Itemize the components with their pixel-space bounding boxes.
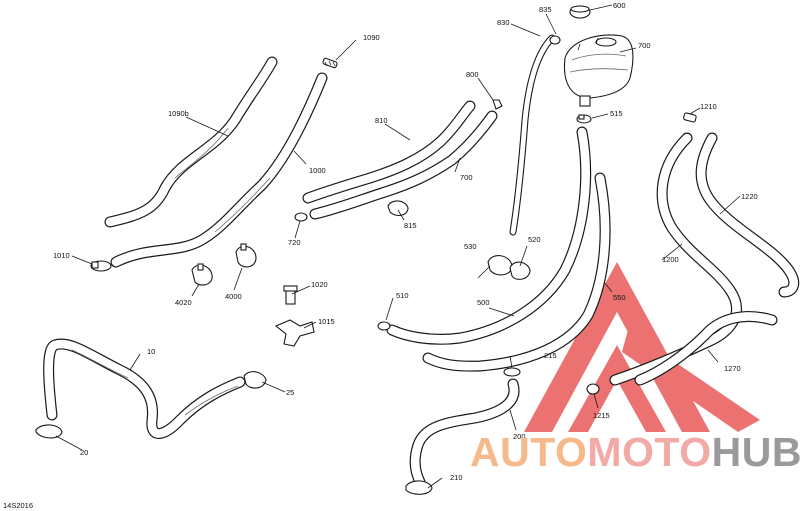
callout-500: 500 xyxy=(477,298,490,307)
callout-1020: 1090b xyxy=(168,109,189,118)
callout-labels: 1090b 1000 1090 1010 4020 4000 810 700 7… xyxy=(53,1,758,482)
clamp-815 xyxy=(492,99,503,110)
automotohub-logo-triangle xyxy=(524,262,760,432)
clamp-530 xyxy=(487,255,513,276)
callout-1090b: 1020 xyxy=(311,280,328,289)
diagram-reference-code: 14S2016 xyxy=(3,501,33,510)
callout-1200: 1200 xyxy=(662,255,679,264)
callout-510: 510 xyxy=(396,291,409,300)
callout-210: 210 xyxy=(450,473,463,482)
clamp-1215 xyxy=(586,383,600,395)
callout-1220: 1220 xyxy=(741,192,758,201)
clamp-4020 xyxy=(191,263,213,286)
fitting-1090b xyxy=(283,285,298,305)
callout-830: 810 xyxy=(375,116,388,125)
clamp-4000 xyxy=(235,243,257,268)
clamp-210 xyxy=(405,480,433,495)
callout-1090: 1015 xyxy=(318,317,335,326)
clamp-510 xyxy=(377,321,391,331)
callout-215: 215 xyxy=(544,351,557,360)
leader-lines xyxy=(55,4,741,489)
callout-25: 25 xyxy=(286,388,294,397)
clamp-810 xyxy=(294,212,308,222)
clamp-20 xyxy=(35,424,63,439)
hose-1270 xyxy=(634,311,778,386)
callout-720: 600 xyxy=(613,1,626,10)
callout-810: 720 xyxy=(288,238,301,247)
hose-200 xyxy=(409,378,520,488)
callout-530: 530 xyxy=(464,242,477,251)
callout-1270: 1270 xyxy=(724,364,741,373)
callout-700: 700 xyxy=(638,41,651,50)
hose-500 xyxy=(386,126,592,345)
automotohub-wordmark: AUTOMOTOHUB xyxy=(470,429,800,475)
expansion-tank-700 xyxy=(563,34,634,107)
callout-850: 830 xyxy=(497,18,510,27)
wordmark-hub: HUB xyxy=(712,429,800,475)
clamp-520 xyxy=(509,261,531,280)
clamp-25 xyxy=(243,371,267,389)
hose-850 xyxy=(509,34,556,236)
logo-inner-triangle xyxy=(568,345,666,432)
callout-860: 835 xyxy=(539,5,552,14)
hose-1220 xyxy=(695,132,800,298)
hose-1020 xyxy=(104,56,278,228)
connector-1210 xyxy=(683,112,697,123)
callout-520: 520 xyxy=(528,235,541,244)
callout-800: 700 xyxy=(460,173,473,182)
callout-515: 515 xyxy=(610,109,623,118)
hose-10 xyxy=(43,338,246,439)
clamp-835 xyxy=(387,200,409,217)
callout-4000: 4000 xyxy=(225,292,242,301)
callout-4020: 4020 xyxy=(175,298,192,307)
hose-1000 xyxy=(110,72,328,268)
hose-spring-1015 xyxy=(322,57,338,69)
callout-200: 200 xyxy=(513,432,526,441)
clamp-860 xyxy=(549,35,561,45)
hose-830 xyxy=(302,100,476,204)
svg-text:AUTOMOTOHUB: AUTOMOTOHUB xyxy=(470,429,800,475)
logo-outer-triangle xyxy=(524,262,710,432)
callout-1010: 1010 xyxy=(53,251,70,260)
callout-550: 550 xyxy=(613,293,626,302)
callout-1015: 1090 xyxy=(363,33,380,42)
callout-1210: 1210 xyxy=(700,102,717,111)
clamp-515 xyxy=(576,114,592,124)
tank-cap-720 xyxy=(569,5,591,19)
fitting-1090 xyxy=(274,319,315,347)
clamp-1010 xyxy=(90,260,112,272)
callout-1000: 1000 xyxy=(309,166,326,175)
callout-815: 800 xyxy=(466,70,479,79)
callout-1215: 1215 xyxy=(593,411,610,420)
callout-835: 815 xyxy=(404,221,417,230)
logo-right-wing xyxy=(622,330,760,432)
wordmark-auto: AUTO xyxy=(470,429,587,475)
clamp-215 xyxy=(503,367,521,377)
callout-10: 10 xyxy=(147,347,155,356)
hose-800 xyxy=(309,110,498,220)
hose-550 xyxy=(422,172,611,372)
wordmark-moto: MOTO xyxy=(587,429,711,475)
callout-20: 20 xyxy=(80,448,88,457)
